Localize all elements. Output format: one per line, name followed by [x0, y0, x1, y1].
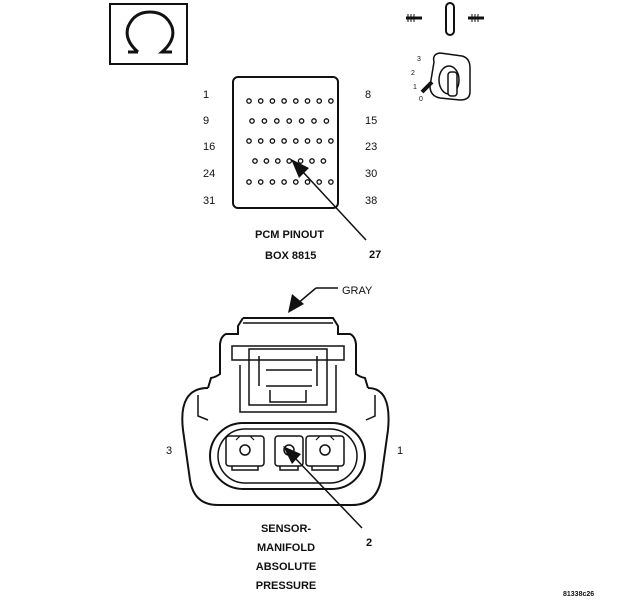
pin-row-start-label: 24 — [203, 168, 216, 180]
sensor-name-line: SENSOR- — [260, 523, 312, 535]
wire-color-leader — [288, 287, 338, 313]
pcm-pin-cavity — [261, 118, 268, 124]
callout-leader-2 — [283, 446, 363, 529]
pcm-pin-cavity — [311, 118, 317, 124]
pcm-pin-cavity — [292, 179, 299, 185]
wire-color-label: GRAY — [342, 285, 373, 297]
pcm-pin-cavity — [286, 158, 293, 164]
pcm-pin-cavity — [304, 179, 311, 185]
pin-row-end-label: 30 — [365, 168, 378, 180]
pcm-pin-cavity — [281, 138, 287, 144]
pin-row-end-label: 8 — [365, 89, 372, 101]
pin-row-start-label: 16 — [203, 141, 216, 153]
pin-grid — [246, 98, 334, 185]
pcm-pin-cavity — [292, 138, 299, 144]
pcm-pin-cavity — [320, 158, 327, 164]
sensor-name-line: ABSOLUTE — [255, 561, 317, 573]
pcm-pin-cavity — [281, 98, 287, 104]
callout-leader-27 — [302, 171, 367, 241]
sensor-name-line: PRESSURE — [255, 580, 317, 592]
pin-row-end-label: 38 — [365, 195, 378, 207]
key-position-label: 0 — [419, 96, 423, 103]
pcm-pin-cavity — [323, 118, 330, 124]
callout-number-27: 27 — [369, 249, 382, 261]
pcm-pin-cavity — [298, 118, 305, 124]
sensor-name-line: MANIFOLD — [256, 542, 316, 554]
pcm-pin-cavity — [328, 98, 334, 104]
pcm-pin-cavity — [292, 98, 299, 104]
key-position-label: 2 — [411, 70, 415, 77]
pcm-pin-cavity — [257, 179, 264, 185]
pcm-pin-cavity — [246, 98, 252, 104]
callout-number-2: 2 — [366, 537, 373, 549]
pinout-subtitle: BOX 8815 — [265, 250, 317, 262]
pin-row-start-label: 1 — [203, 89, 210, 101]
pcm-pin-cavity — [257, 138, 264, 144]
pcm-pin-cavity — [246, 179, 252, 185]
pin-row-start-label: 31 — [203, 195, 216, 207]
pcm-pin-cavity — [304, 138, 311, 144]
pcm-pinout-box — [232, 76, 367, 241]
pcm-pin-cavity — [263, 158, 270, 164]
pcm-pin-cavity — [269, 138, 276, 144]
pcm-pin-cavity — [316, 179, 323, 185]
pcm-pin-cavity — [257, 98, 264, 104]
figure-id: 81338c26 — [563, 591, 595, 598]
pcm-pin-cavity — [249, 118, 255, 124]
pcm-pin-cavity — [328, 179, 334, 185]
ignition-key-icon — [420, 52, 471, 101]
pcm-pin-cavity — [328, 138, 334, 144]
pcm-pin-cavity — [297, 158, 304, 164]
pcm-pin-cavity — [269, 179, 276, 185]
pcm-pin-cavity — [273, 118, 280, 124]
pin-row-end-label: 23 — [365, 141, 378, 153]
connector-pin-label-right: 1 — [397, 445, 404, 457]
pcm-pin-cavity — [304, 98, 311, 104]
pcm-pin-cavity — [246, 138, 252, 144]
meter-probe-icon — [406, 2, 484, 36]
pcm-pin-cavity — [286, 118, 293, 124]
pcm-pin-cavity — [316, 138, 323, 144]
pcm-pin-cavity — [274, 158, 281, 164]
callout-arrowhead-27 — [291, 159, 309, 178]
pinout-title: PCM PINOUT — [255, 229, 325, 241]
connector-pin-label-left: 3 — [166, 445, 173, 457]
pcm-pin-cavity — [269, 98, 276, 104]
pcm-pin-cavity — [281, 179, 287, 185]
pcm-pin-cavity — [252, 158, 258, 164]
pin-row-start-label: 9 — [203, 115, 210, 127]
pcm-pin-cavity — [309, 158, 315, 164]
pin-row-end-label: 15 — [365, 115, 378, 127]
key-position-label: 1 — [413, 84, 417, 91]
map-sensor-connector — [181, 317, 390, 506]
ohmmeter-symbol-icon — [109, 3, 188, 65]
pcm-pin-cavity — [316, 98, 323, 104]
key-position-label: 3 — [417, 56, 421, 63]
